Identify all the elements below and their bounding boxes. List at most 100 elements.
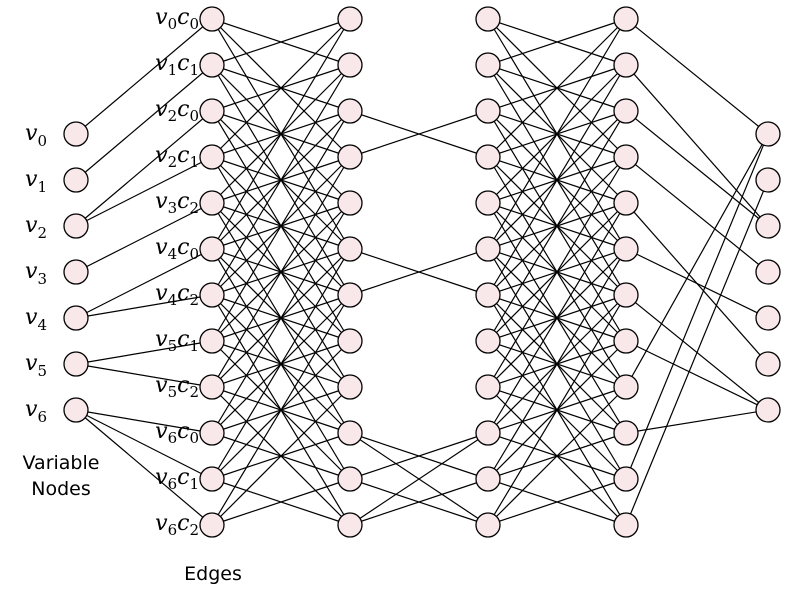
edge-label: v5c2: [155, 373, 199, 401]
edge-node-col3: [475, 466, 501, 492]
edge-node-col2: [337, 328, 363, 354]
edge-node-col4: [613, 420, 639, 446]
var-to-edge-line: [75, 156, 213, 227]
edge-to-out-line: [625, 156, 769, 273]
edges-caption: Edges: [184, 563, 242, 585]
layer1-line: [211, 18, 351, 250]
edge-node-col2: [337, 420, 363, 446]
layer3-line: [487, 478, 627, 526]
layer1-line: [211, 18, 351, 158]
output-node: [755, 305, 781, 331]
layer3-line: [487, 64, 627, 296]
layer3-line: [487, 18, 627, 250]
edge-to-out-line: [625, 248, 769, 319]
variable-node: [63, 121, 89, 147]
layer3-line: [487, 110, 627, 342]
edge-node-col4: [613, 466, 639, 492]
edge-node-col4: [613, 374, 639, 400]
variable-label: v0: [25, 121, 47, 150]
edge-node-col2: [337, 374, 363, 400]
variable-label: v4: [25, 305, 47, 334]
layer1-line: [211, 248, 351, 480]
output-node: [755, 121, 781, 147]
variable-node: [63, 305, 89, 331]
output-node: [755, 213, 781, 239]
edge-node-col4: [613, 190, 639, 216]
edge-node-col4: [613, 236, 639, 262]
edge-label: v6c2: [155, 511, 199, 539]
layer3-line: [487, 386, 627, 526]
variable-node: [63, 397, 89, 423]
edge-node-col1: [199, 466, 225, 492]
edge-node-col2: [337, 190, 363, 216]
edge-label: v0c0: [155, 5, 199, 33]
edges-layer: [75, 18, 769, 526]
edge-node-col3: [475, 236, 501, 262]
edge-label: v1c1: [155, 51, 199, 79]
edge-to-out-line: [625, 133, 769, 480]
var-to-edge-line: [75, 248, 213, 319]
edge-node-col2: [337, 98, 363, 124]
layer1-line: [211, 156, 351, 388]
edge-label: v5c1: [155, 327, 199, 355]
edge-node-col3: [475, 328, 501, 354]
edge-node-col1: [199, 236, 225, 262]
variable-node: [63, 167, 89, 193]
edge-node-col3: [475, 420, 501, 446]
var-to-edge-line: [75, 202, 213, 273]
edge-node-col3: [475, 98, 501, 124]
edge-node-col1: [199, 420, 225, 446]
edge-label: v4c0: [155, 235, 199, 263]
variable-label: v1: [25, 167, 47, 196]
var-to-edge-line: [75, 409, 213, 480]
labels-layer: v0v1v2v3v4v5v6v0c0v1c1v2c0v2c1v3c2v4c0v4…: [25, 5, 199, 539]
edge-node-col3: [475, 374, 501, 400]
variable-node: [63, 259, 89, 285]
edge-node-col2: [337, 144, 363, 170]
edge-node-col3: [475, 512, 501, 538]
layer2-line: [349, 432, 489, 480]
layer1-line: [211, 478, 351, 526]
layer1-line: [211, 294, 351, 526]
edge-label: v6c0: [155, 419, 199, 447]
edge-node-col1: [199, 6, 225, 32]
layer3-line: [487, 18, 627, 158]
edge-node-col1: [199, 190, 225, 216]
edge-node-col3: [475, 6, 501, 32]
variable-label: v2: [25, 213, 47, 242]
edge-to-out-line: [625, 409, 769, 434]
layer1-line: [211, 64, 351, 296]
variable-node: [63, 213, 89, 239]
var-to-edge-line: [75, 18, 213, 135]
layer3-line: [487, 18, 627, 66]
variable-node: [63, 351, 89, 377]
edge-node-col1: [199, 328, 225, 354]
edge-to-out-line: [625, 133, 769, 388]
variable-nodes-caption-line2: Nodes: [31, 478, 91, 500]
edge-node-col2: [337, 52, 363, 78]
edge-label: v2c0: [155, 97, 199, 125]
edge-node-col4: [613, 6, 639, 32]
layer1-line: [211, 386, 351, 526]
edge-node-col3: [475, 282, 501, 308]
edge-to-out-line: [625, 64, 769, 227]
var-to-edge-line: [75, 64, 213, 181]
var-to-edge-line: [75, 363, 213, 388]
edge-node-col4: [613, 144, 639, 170]
layer2-line: [349, 248, 489, 296]
edge-node-col2: [337, 282, 363, 308]
edge-label: v6c1: [155, 465, 199, 493]
edge-node-col2: [337, 466, 363, 492]
var-to-edge-line: [75, 409, 213, 526]
var-to-edge-line: [75, 110, 213, 227]
layer1-line: [211, 202, 351, 434]
var-to-edge-line: [75, 340, 213, 365]
layer1-line: [211, 110, 351, 342]
edge-to-out-line: [625, 340, 769, 411]
edge-label: v4c2: [155, 281, 199, 309]
nodes-layer: [63, 6, 781, 538]
var-to-edge-line: [75, 294, 213, 319]
layer3-line: [487, 202, 627, 434]
layer1-line: [211, 18, 351, 66]
